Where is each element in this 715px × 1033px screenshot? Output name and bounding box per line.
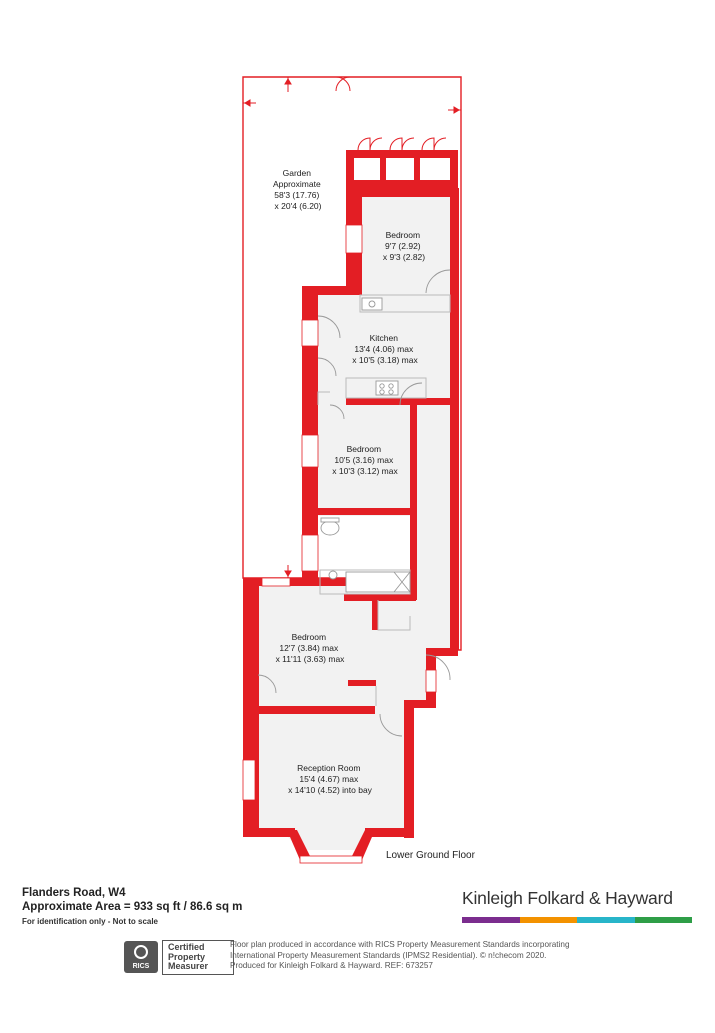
- floor-plan: Garden Approximate 58'3 (17.76) x 20'4 (…: [242, 76, 462, 864]
- garden-label: Garden Approximate 58'3 (17.76) x 20'4 (…: [273, 168, 323, 211]
- bedroom-1-label: Bedroom 9'7 (2.92) x 9'3 (2.82): [383, 230, 425, 262]
- brand-bar-purple: [462, 917, 520, 923]
- garden-dimension-arrows: [243, 77, 461, 578]
- rics-seal-icon: RICS: [124, 941, 158, 974]
- kitchen-label: Kitchen 13'4 (4.06) max x 10'5 (3.18) ma…: [352, 333, 418, 365]
- brand-name: Kinleigh Folkard & Hayward: [462, 888, 673, 908]
- disclaimer: Floor plan produced in accordance with R…: [230, 940, 570, 970]
- brand-bar-green: [634, 917, 692, 923]
- fixtures: [320, 297, 411, 593]
- floor-area: [255, 196, 450, 850]
- brand-color-bar: [462, 917, 692, 923]
- address: Flanders Road, W4: [22, 887, 126, 899]
- property-info: Flanders Road, W4 Approximate Area = 933…: [22, 886, 242, 926]
- rics-certified-text: Certified Property Measurer: [162, 940, 234, 975]
- brand-bar-orange: [519, 917, 577, 923]
- bedroom-bay-doors: [346, 150, 458, 188]
- garden-gate: [335, 76, 351, 92]
- approximate-area: Approximate Area = 933 sq ft / 86.6 sq m: [22, 901, 243, 913]
- windows: [242, 224, 437, 864]
- brand-bar-cyan: [577, 917, 635, 923]
- scale-note: For identification only - Not to scale: [22, 917, 159, 926]
- rics-badge: RICS Certified Property Measurer: [124, 940, 234, 975]
- reception-room-label: Reception Room 15'4 (4.67) max x 14'10 (…: [288, 763, 373, 795]
- bedroom-2-label: Bedroom 10'5 (3.16) max x 10'3 (3.12) ma…: [332, 444, 398, 476]
- door-swings: [257, 269, 451, 737]
- floor-label: Lower Ground Floor: [386, 850, 475, 861]
- bay-door-swings: [357, 137, 447, 151]
- bedroom-3-label: Bedroom 12'7 (3.84) max x 11'11 (3.63) m…: [276, 632, 346, 664]
